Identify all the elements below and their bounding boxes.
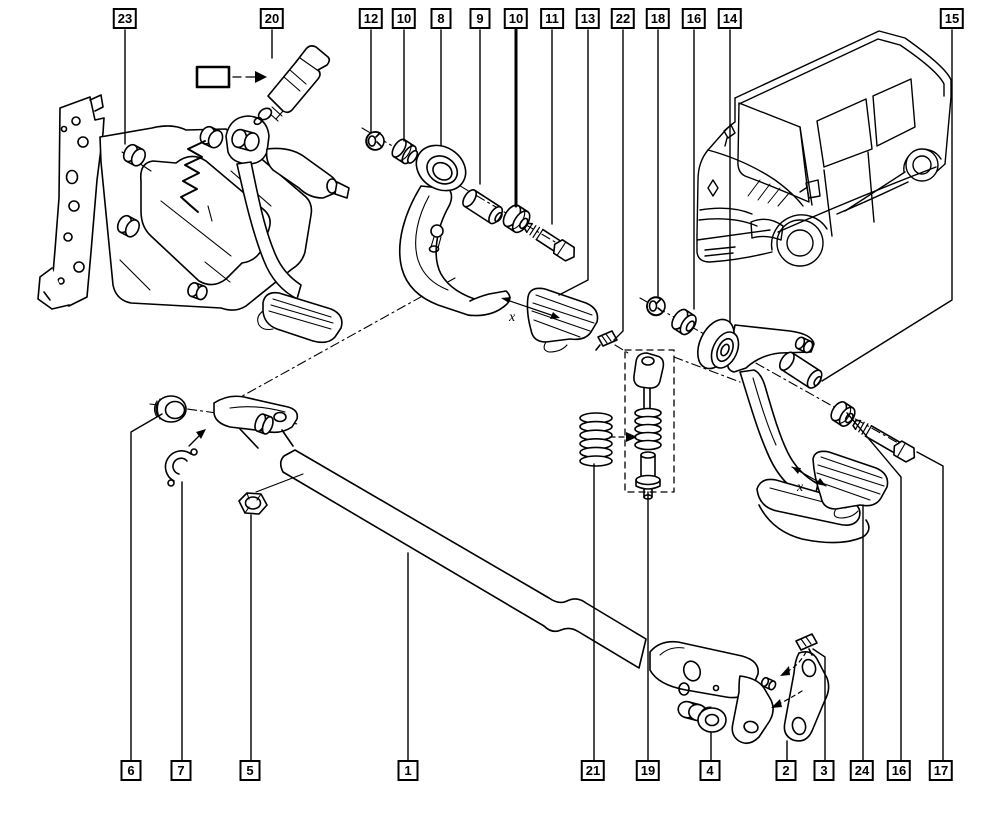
callout-9[interactable]: 9 [469, 8, 491, 29]
callout-18[interactable]: 18 [645, 8, 671, 29]
pad-x-label-front: x [508, 310, 516, 325]
cap-6 [153, 395, 187, 423]
callout-7[interactable]: 7 [170, 760, 192, 781]
shaft-collar [254, 413, 274, 435]
bushing-4 [697, 706, 727, 733]
brake-pedal-pad-assembled [262, 291, 343, 344]
callout-8[interactable]: 8 [430, 8, 452, 29]
sensor-window [195, 65, 231, 89]
spacer-9 [462, 189, 504, 225]
callout-23[interactable]: 23 [112, 8, 138, 29]
spring-assembly-19 [624, 349, 675, 500]
switch-sensor-20 [195, 45, 331, 126]
nut-5 [238, 492, 268, 515]
callout-5[interactable]: 5 [239, 760, 261, 781]
callout-22[interactable]: 22 [610, 8, 636, 29]
callout-10[interactable]: 10 [503, 8, 529, 29]
cross-shaft [213, 395, 647, 669]
pad-x-arrow-front [501, 297, 560, 319]
washer-10a [391, 138, 419, 165]
bolt-17 [852, 419, 916, 463]
spring-insert-arrow [609, 432, 637, 442]
assembly-arrows-3-2 [771, 651, 807, 708]
callout-1[interactable]: 1 [397, 760, 419, 781]
spacer-15 [778, 351, 823, 389]
washer-16b [830, 401, 856, 427]
brake-pedal-arm-assembled [236, 161, 302, 300]
callout-6[interactable]: 6 [120, 760, 142, 781]
callout-2[interactable]: 2 [775, 760, 797, 781]
callout-16[interactable]: 16 [886, 760, 912, 781]
callout-24[interactable]: 24 [849, 760, 875, 781]
brake-pedal-8 [398, 144, 511, 317]
callout-20[interactable]: 20 [259, 8, 285, 29]
clip-18 [646, 296, 666, 317]
bushing-10b [502, 204, 531, 234]
callout-3[interactable]: 3 [813, 760, 835, 781]
clip-3 [795, 633, 818, 656]
pedal-bracket-assembly [37, 94, 350, 344]
van-illustration [696, 30, 952, 267]
clip-12 [365, 130, 385, 151]
link-arm-2 [783, 651, 830, 742]
pedal-pad-13 [526, 287, 599, 353]
callout-12[interactable]: 12 [358, 8, 384, 29]
callout-16[interactable]: 16 [681, 8, 707, 29]
pad-x-arrow-rear [791, 466, 827, 487]
callout-21[interactable]: 21 [580, 760, 606, 781]
sensor-arrow [255, 71, 267, 83]
pad-x-label-rear: x [796, 480, 804, 495]
clip-22 [595, 330, 618, 351]
shaft-lever [213, 395, 299, 434]
spring-21 [579, 412, 613, 467]
callout-14[interactable]: 14 [717, 8, 743, 29]
e-clip-7 [164, 448, 199, 487]
callout-17[interactable]: 17 [928, 760, 954, 781]
callout-10[interactable]: 10 [391, 8, 417, 29]
pedal-pad-24 [812, 450, 889, 519]
callout-19[interactable]: 19 [635, 760, 661, 781]
leader-lines [124, 28, 953, 761]
bracket-spring [180, 140, 206, 213]
callout-4[interactable]: 4 [699, 760, 721, 781]
bolt-11 [523, 222, 575, 262]
bushing-16a [671, 308, 697, 336]
callout-13[interactable]: 13 [575, 8, 601, 29]
callout-15[interactable]: 15 [939, 8, 965, 29]
callout-11[interactable]: 11 [540, 8, 564, 29]
install-arrow-7 [188, 429, 206, 447]
